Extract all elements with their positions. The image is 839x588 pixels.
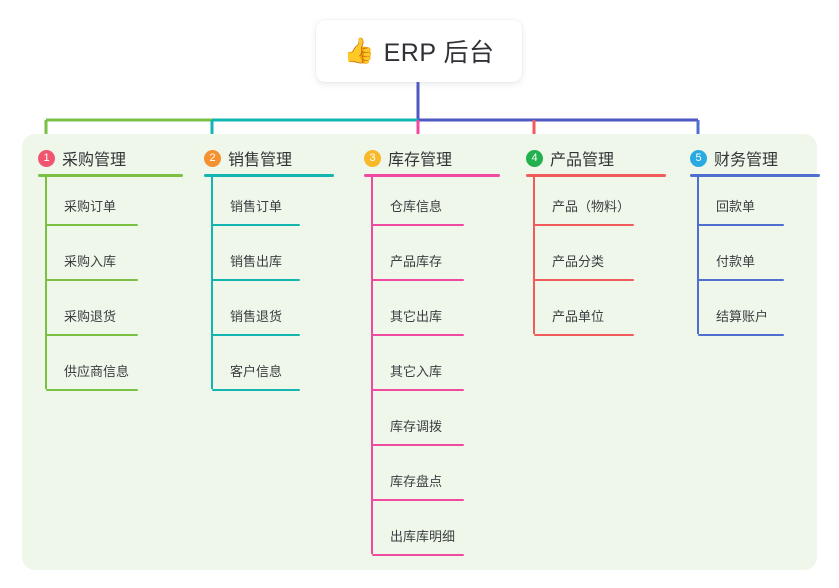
branch-item-rule — [372, 389, 464, 391]
branch-item-rule — [534, 224, 634, 226]
branch-item-rule — [46, 334, 138, 336]
branch-item-label: 回款单 — [716, 199, 756, 214]
branch-badge-2: 2 — [204, 149, 221, 167]
branch-item-rule — [46, 224, 138, 226]
thumbs-up-icon: 👍 — [343, 36, 375, 65]
branch-item-rule — [212, 224, 300, 226]
branch-header-rule-1 — [38, 174, 183, 177]
branch-item-rule — [698, 224, 784, 226]
branch-header-2[interactable]: 2 销售管理 — [204, 146, 292, 170]
root-node-title: ERP 后台 — [383, 39, 495, 67]
branch-header-5[interactable]: 5 财务管理 — [690, 146, 778, 170]
branch-item-rule — [372, 499, 464, 501]
branch-item-label: 销售订单 — [230, 199, 283, 214]
branch-spine-5 — [697, 177, 699, 334]
branch-header-4[interactable]: 4 产品管理 — [526, 146, 614, 170]
branch-item-rule — [698, 279, 784, 281]
branch-item-label: 产品单位 — [552, 309, 605, 324]
branch-item-rule — [372, 554, 464, 556]
branch-item-rule — [698, 334, 784, 336]
branch-item-rule — [534, 334, 634, 336]
branch-item-label: 客户信息 — [230, 364, 283, 379]
branch-badge-1: 1 — [38, 149, 55, 167]
branch-item-label: 仓库信息 — [390, 199, 443, 214]
branch-item-label: 供应商信息 — [64, 364, 130, 379]
branch-item-label: 销售出库 — [230, 254, 283, 269]
branch-header-rule-5 — [690, 174, 820, 177]
branch-spine-3 — [371, 177, 373, 554]
branch-item-rule — [46, 279, 138, 281]
branch-title-3: 库存管理 — [388, 152, 453, 169]
branches-panel: 1 采购管理采购订单采购入库采购退货供应商信息 2 销售管理销售订单销售出库销售退货客… — [22, 134, 820, 570]
branch-item-rule — [372, 279, 464, 281]
branch-spine-2 — [211, 177, 213, 389]
branch-header-3[interactable]: 3 库存管理 — [364, 146, 452, 170]
branch-item-rule — [212, 334, 300, 336]
branch-item-rule — [372, 444, 464, 446]
branch-item-label: 采购入库 — [64, 254, 117, 269]
branch-title-5: 财务管理 — [714, 152, 779, 169]
root-node[interactable]: 👍 ERP 后台 — [316, 20, 522, 82]
branch-spine-1 — [45, 177, 47, 389]
branch-item-label: 产品（物料） — [552, 199, 631, 214]
branch-item-label: 采购订单 — [64, 199, 117, 214]
branch-header-rule-3 — [364, 174, 500, 177]
branch-item-label: 销售退货 — [230, 309, 283, 324]
branch-item-label: 库存盘点 — [390, 474, 443, 489]
branch-badge-3: 3 — [364, 149, 381, 167]
branch-header-rule-2 — [204, 174, 334, 177]
branch-title-2: 销售管理 — [228, 152, 293, 169]
branch-item-label: 其它出库 — [390, 309, 443, 324]
branch-item-label: 付款单 — [716, 254, 756, 269]
branch-header-rule-4 — [526, 174, 666, 177]
branch-item-rule — [46, 389, 138, 391]
branch-item-label: 采购退货 — [64, 309, 117, 324]
branch-title-4: 产品管理 — [550, 152, 615, 169]
branch-item-rule — [212, 279, 300, 281]
branch-item-label: 库存调拨 — [390, 419, 443, 434]
root-node-content: 👍 ERP 后台 — [343, 33, 494, 69]
branch-item-label: 出库库明细 — [390, 529, 456, 544]
branch-item-label: 结算账户 — [716, 309, 769, 324]
branch-spine-4 — [533, 177, 535, 334]
branch-badge-5: 5 — [690, 149, 707, 167]
branch-item-label: 产品分类 — [552, 254, 605, 269]
branch-badge-4: 4 — [526, 149, 543, 167]
branch-item-label: 其它入库 — [390, 364, 443, 379]
branch-item-label: 产品库存 — [390, 254, 443, 269]
branch-header-1[interactable]: 1 采购管理 — [38, 146, 126, 170]
branch-title-1: 采购管理 — [62, 152, 127, 169]
branch-item-rule — [372, 224, 464, 226]
branch-item-rule — [534, 279, 634, 281]
branch-item-rule — [212, 389, 300, 391]
branch-item-rule — [372, 334, 464, 336]
